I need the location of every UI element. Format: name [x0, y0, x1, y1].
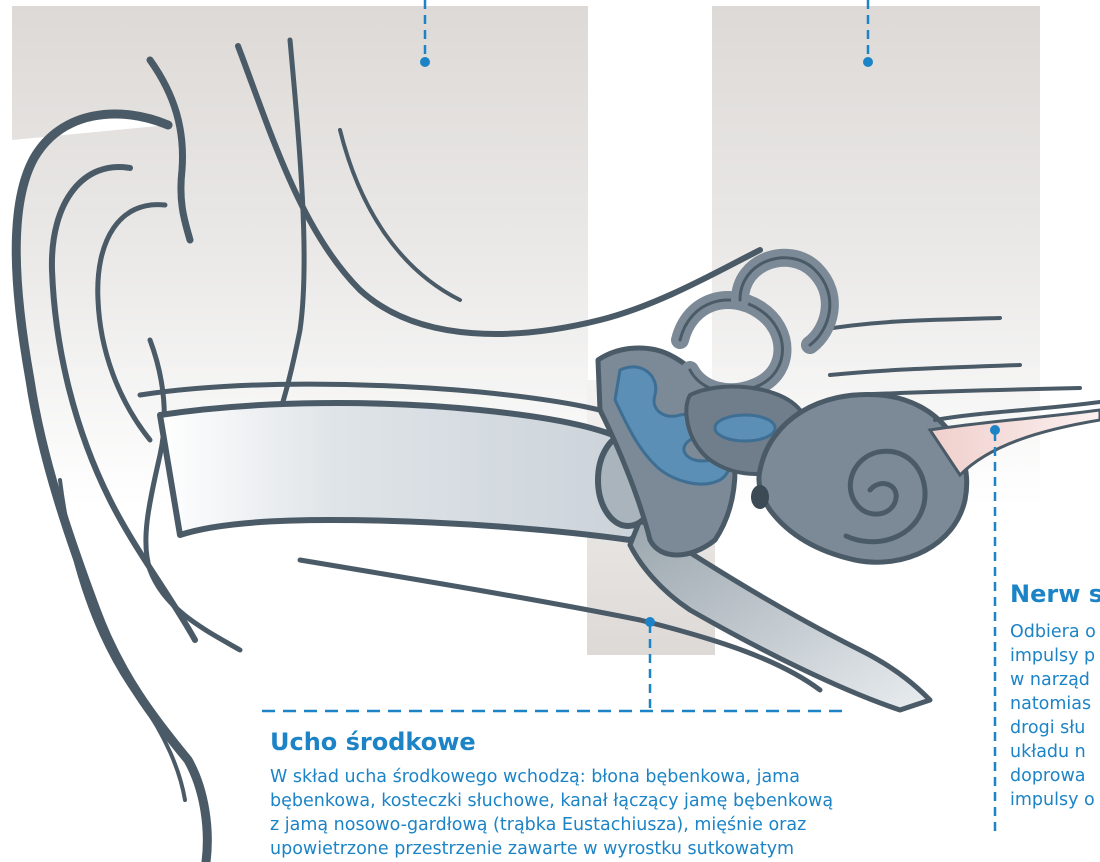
middle-ear-leader-dot — [645, 617, 655, 627]
nerve-title: Nerw s — [1010, 580, 1100, 608]
round-window — [751, 485, 769, 509]
nerve-leader-dot — [990, 425, 1000, 435]
nerve-description: Odbiera o impulsy p w narząd natomias dr… — [1010, 620, 1096, 812]
nerve-description-line: Odbiera o — [1010, 620, 1096, 644]
nerve-description-line: w narząd — [1010, 668, 1096, 692]
oval-window — [715, 415, 775, 441]
middle-ear-description-line: bębenkowa, kosteczki słuchowe, kanał łąc… — [270, 789, 833, 813]
middle-ear-description: W skład ucha środkowego wchodzą: błona b… — [270, 765, 833, 861]
inner-ear-leader-dot — [863, 57, 873, 67]
nerve-description-line: impulsy p — [1010, 644, 1096, 668]
middle-ear-title: Ucho środkowe — [270, 728, 476, 756]
nerve-description-line: układu n — [1010, 740, 1096, 764]
ear-canal — [160, 403, 660, 540]
middle-ear-description-line: z jamą nosowo-gardłową (trąbka Eustachiu… — [270, 813, 833, 837]
middle-ear-description-line: upowietrzone przestrzenie zawarte w wyro… — [270, 837, 833, 861]
nerve-description-line: natomias — [1010, 692, 1096, 716]
middle-ear-description-line: W skład ucha środkowego wchodzą: błona b… — [270, 765, 833, 789]
nerve-description-line: drogi słu — [1010, 716, 1096, 740]
nerve-description-line: impulsy o — [1010, 788, 1096, 812]
outer-ear-leader-dot — [420, 57, 430, 67]
nerve-description-line: doprowa — [1010, 764, 1096, 788]
